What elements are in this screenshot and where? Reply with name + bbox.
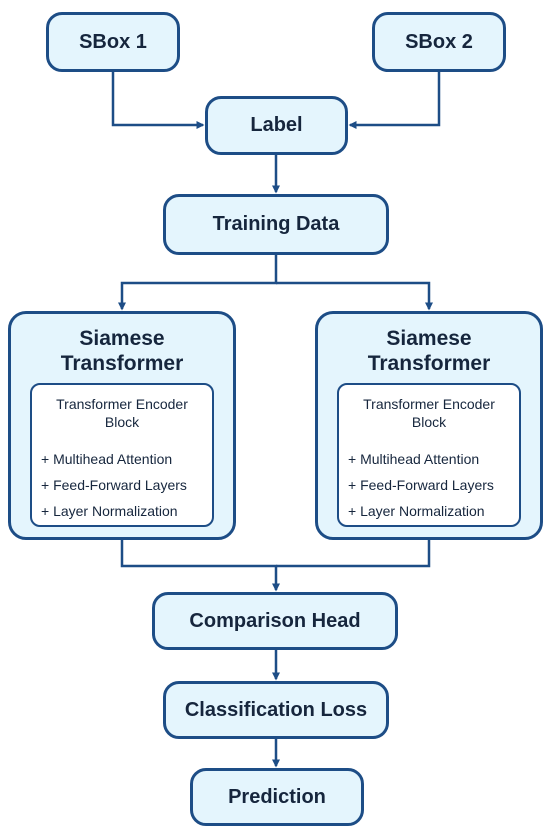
encoder-right-title-line1: Transformer Encoder — [363, 396, 495, 412]
sbox2-node: SBox 2 — [372, 12, 506, 72]
edge-training-to-siamese-right — [276, 281, 433, 311]
edge-siamese-left-to-comparison — [120, 540, 280, 592]
encoder-left-item-multihead: + Multihead Attention — [41, 451, 173, 467]
edge-sbox2-to-label — [348, 72, 441, 129]
classification-loss-label: Classification Loss — [184, 698, 368, 721]
siamese-transformer-right: Siamese Transformer Transformer Encoder … — [315, 311, 543, 540]
encoder-left-title-line2: Block — [104, 414, 140, 430]
encoder-left-components: + Multihead Attention + Feed-Forward Lay… — [41, 446, 187, 524]
prediction-node: Prediction — [190, 768, 364, 826]
siamese-left-title: Siamese Transformer — [11, 326, 233, 376]
siamese-left-title-line2: Transformer — [60, 352, 184, 375]
edge-training-to-siamese-left — [118, 255, 278, 311]
comparison-head-node: Comparison Head — [152, 592, 398, 650]
encoder-right-title-line2: Block — [411, 414, 447, 430]
encoder-right-item-multihead: + Multihead Attention — [348, 451, 480, 467]
comparison-head-label: Comparison Head — [189, 609, 361, 632]
encoder-block-left: Transformer Encoder Block + Multihead At… — [30, 383, 214, 527]
encoder-block-right: Transformer Encoder Block + Multihead At… — [337, 383, 521, 527]
classification-loss-node: Classification Loss — [163, 681, 389, 739]
edge-sbox1-to-label — [111, 72, 205, 129]
training-data-node: Training Data — [163, 194, 389, 255]
encoder-left-title-line1: Transformer Encoder — [56, 396, 188, 412]
siamese-right-title: Siamese Transformer — [318, 326, 540, 376]
encoder-right-item-feedforward: + Feed-Forward Layers — [348, 477, 494, 493]
encoder-left-title: Transformer Encoder Block — [32, 395, 212, 431]
siamese-transformer-left: Siamese Transformer Transformer Encoder … — [8, 311, 236, 540]
siamese-left-title-line1: Siamese — [79, 327, 165, 350]
encoder-right-components: + Multihead Attention + Feed-Forward Lay… — [348, 446, 494, 524]
sbox1-node: SBox 1 — [46, 12, 180, 72]
siamese-right-title-line2: Transformer — [367, 352, 491, 375]
siamese-right-title-line1: Siamese — [386, 327, 472, 350]
training-data-label: Training Data — [212, 213, 340, 235]
edge-siamese-right-to-comparison — [276, 540, 431, 568]
label-node-text: Label — [250, 114, 303, 136]
encoder-left-item-layernorm: + Layer Normalization — [41, 503, 178, 519]
encoder-left-item-feedforward: + Feed-Forward Layers — [41, 477, 187, 493]
prediction-label: Prediction — [228, 785, 326, 808]
label-node: Label — [205, 96, 348, 155]
sbox1-label: SBox 1 — [79, 30, 147, 53]
encoder-right-item-layernorm: + Layer Normalization — [348, 503, 485, 519]
sbox2-label: SBox 2 — [405, 30, 473, 53]
encoder-right-title: Transformer Encoder Block — [339, 395, 519, 431]
